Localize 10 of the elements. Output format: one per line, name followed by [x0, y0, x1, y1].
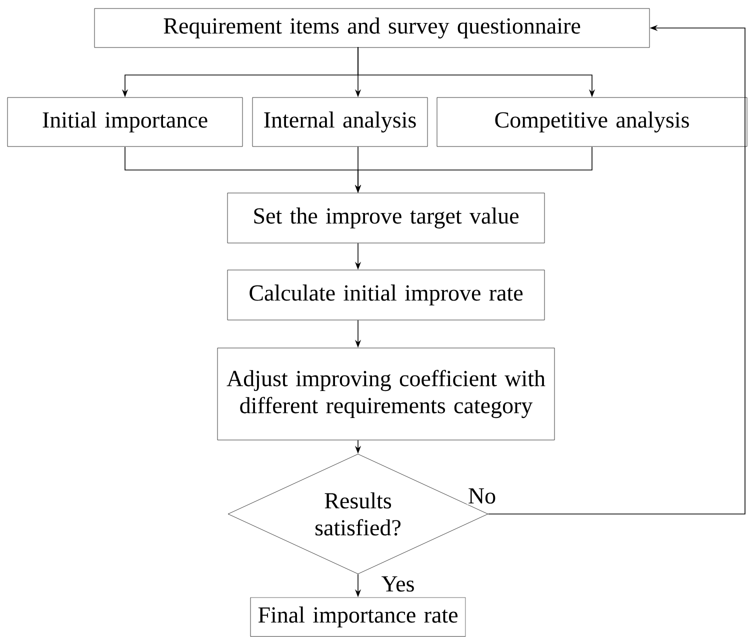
process-box: Competitive analysis: [436, 97, 748, 147]
process-box: Requirement items and survey questionnaire: [94, 8, 650, 48]
process-box: Calculate initial improve rate: [227, 270, 545, 320]
process-box: Adjust improving coefficient with different requirements category: [217, 348, 555, 440]
process-box: Final importance rate: [250, 597, 466, 637]
edge-label: Yes: [380, 575, 416, 593]
process-box: Initial importance: [7, 97, 243, 147]
process-box: Internal analysis: [252, 97, 428, 147]
edge-label: No: [466, 487, 498, 505]
process-box: Set the improve target value: [227, 192, 545, 244]
